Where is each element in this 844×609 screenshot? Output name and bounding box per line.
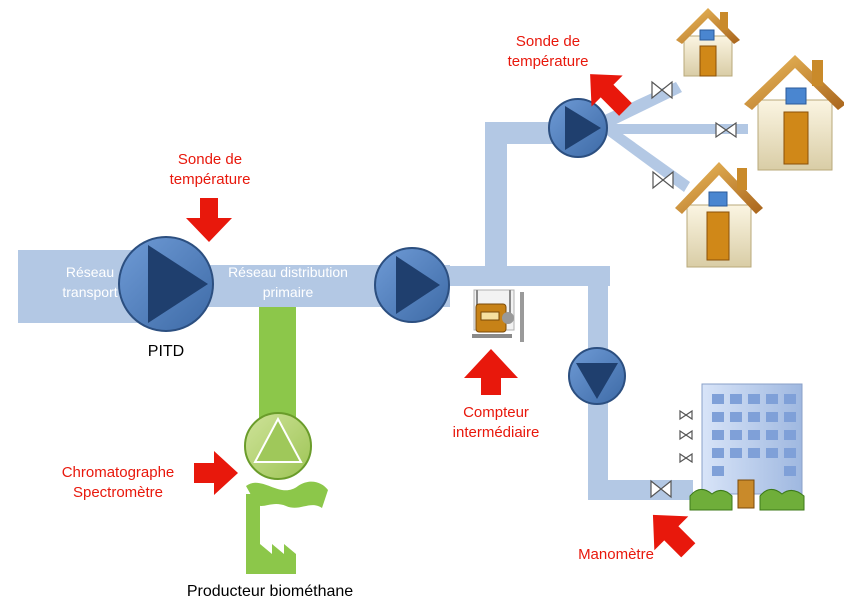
shrub <box>759 489 805 511</box>
label-compteur-line2: intermédiaire <box>452 424 540 441</box>
label-sensor-pitd: Sonde de température <box>150 150 270 190</box>
label-compteur: Compteur intermédiaire <box>440 403 552 443</box>
building-icon <box>689 383 805 511</box>
red-arrow-icon <box>464 349 518 395</box>
house-branch-2 <box>598 124 748 134</box>
factory-icon <box>246 481 328 574</box>
valve-icon <box>679 409 693 421</box>
label-sensor-top-line2: température <box>507 53 589 70</box>
valve-icon <box>679 429 693 441</box>
red-arrow-icon <box>186 198 232 242</box>
building-pipe <box>588 480 693 500</box>
label-chromatographe-line1: Chromatographe <box>61 464 175 481</box>
valve-icon <box>679 452 693 464</box>
house-branch-1 <box>598 82 682 130</box>
gas-meter-icon <box>472 289 524 342</box>
arrow-sensor-pitd <box>186 198 232 242</box>
arrow-sensor-top <box>590 74 632 116</box>
label-distribution-line1: Réseau distribution <box>228 264 348 280</box>
red-arrow-icon <box>194 451 238 495</box>
house-icon <box>675 162 763 268</box>
arrow-compteur <box>464 349 518 395</box>
label-compteur-line1: Compteur <box>463 404 529 421</box>
producer-pump-icon <box>244 412 312 480</box>
distribution-pump-icon <box>374 247 450 323</box>
branch-up-pipe <box>485 122 507 284</box>
label-sensor-top-line1: Sonde de <box>515 33 581 50</box>
label-transport-line2: transport <box>62 284 118 300</box>
red-arrow-icon <box>652 514 696 558</box>
red-arrow-icon <box>590 74 632 116</box>
label-distribution: Réseau distribution primaire <box>212 262 364 302</box>
label-manometre: Manomètre <box>578 546 654 563</box>
valve-icon <box>652 170 674 190</box>
pitd-pump-icon <box>118 236 214 332</box>
building-windows <box>712 394 796 476</box>
label-sensor-pitd-line2: température <box>169 171 251 188</box>
label-chromatographe-line2: Spectromètre <box>72 484 164 501</box>
arrow-chromatographe <box>194 451 238 495</box>
label-sensor-pitd-line1: Sonde de <box>177 151 243 168</box>
house-icon <box>744 55 844 171</box>
biomethane-pipe <box>259 307 296 427</box>
label-transport-line1: Réseau <box>65 264 115 280</box>
label-distribution-line2: primaire <box>262 284 314 300</box>
house-branch-3 <box>600 122 690 192</box>
branch-connector <box>440 266 610 286</box>
top-pump-icon <box>548 98 608 158</box>
shrub <box>689 489 733 511</box>
bottom-pump-icon <box>568 347 626 405</box>
valve-icon <box>651 80 673 100</box>
label-pitd: PITD <box>147 343 185 360</box>
label-transport: Réseau transport <box>48 262 132 302</box>
valve-icon <box>650 479 672 499</box>
house-icon <box>676 8 740 77</box>
label-chromatographe: Chromatographe Spectromètre <box>48 463 188 503</box>
valves <box>650 80 737 499</box>
label-sensor-top: Sonde de température <box>488 32 608 72</box>
arrow-manometre <box>652 514 696 558</box>
valve-icon <box>715 121 737 139</box>
label-producteur: Producteur biométhane <box>186 583 354 600</box>
